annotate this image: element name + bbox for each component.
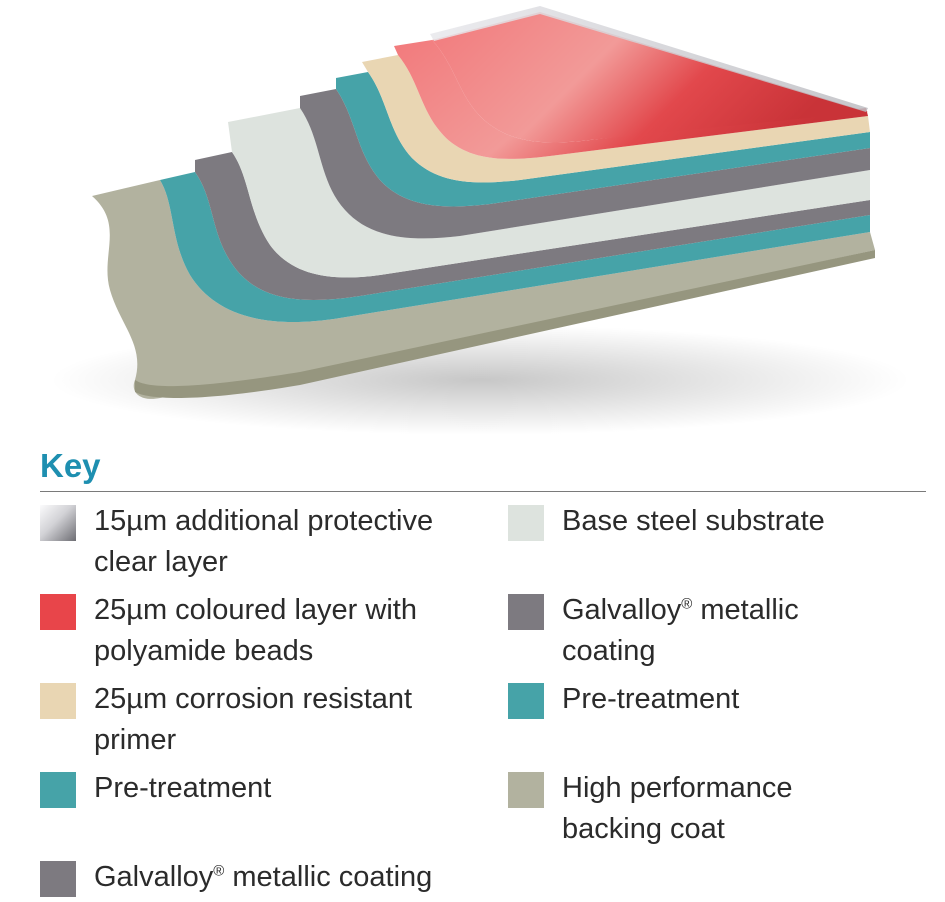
key-label: Pre-treatment: [94, 772, 272, 804]
key-item-galvalloy-left: Galvalloy® metallic coating: [40, 857, 432, 898]
key-label: 25µm coloured layer with polyamide beads: [94, 594, 417, 667]
key-item-steel-substrate: Base steel substrate: [508, 501, 825, 542]
key-item-primer: 25µm corrosion resistant primer: [40, 679, 412, 761]
key-divider: [40, 491, 926, 492]
coloured-layer: [394, 40, 868, 159]
key-item-galvalloy-right: Galvalloy® metallic coating: [508, 590, 799, 672]
swatch-clear-layer: [40, 505, 76, 541]
swatch-coloured-layer: [40, 594, 76, 630]
key-item-backing-coat: High performance backing coat: [508, 768, 793, 850]
key-label: 25µm corrosion resistant primer: [94, 683, 413, 756]
primer-layer: [362, 55, 870, 183]
key-item-pretreatment-left: Pre-treatment: [40, 768, 271, 809]
swatch-pretreatment: [40, 772, 76, 808]
key-label: Pre-treatment: [562, 683, 740, 715]
galvalloy-upper-layer: [300, 89, 870, 239]
key-label: Galvalloy® metallic coating: [94, 861, 433, 893]
key-title: Key: [40, 447, 101, 484]
galvalloy-lower-layer: [195, 152, 870, 300]
swatch-backing-coat: [508, 772, 544, 808]
steel-substrate-layer: [228, 108, 870, 278]
key-item-pretreatment-right: Pre-treatment: [508, 679, 739, 720]
key-item-clear-layer: 15µm additional protective clear layer: [40, 501, 433, 583]
swatch-galvalloy: [508, 594, 544, 630]
backing-coat-layer: [92, 180, 875, 399]
key-label: Galvalloy® metallic coating: [562, 594, 799, 667]
swatch-primer: [40, 683, 76, 719]
pretreatment-upper-layer: [336, 72, 870, 207]
key-label: Base steel substrate: [562, 505, 825, 537]
pretreatment-lower-layer: [160, 172, 870, 323]
swatch-pretreatment: [508, 683, 544, 719]
key-label: High performance backing coat: [562, 772, 793, 845]
key-label: 15µm additional protective clear layer: [94, 505, 434, 578]
swatch-galvalloy: [40, 861, 76, 897]
swatch-steel-substrate: [508, 505, 544, 541]
key-item-coloured-layer: 25µm coloured layer with polyamide beads: [40, 590, 417, 672]
coloured-layer-top: [432, 12, 868, 143]
layer-stack-illustration: [50, 6, 910, 435]
